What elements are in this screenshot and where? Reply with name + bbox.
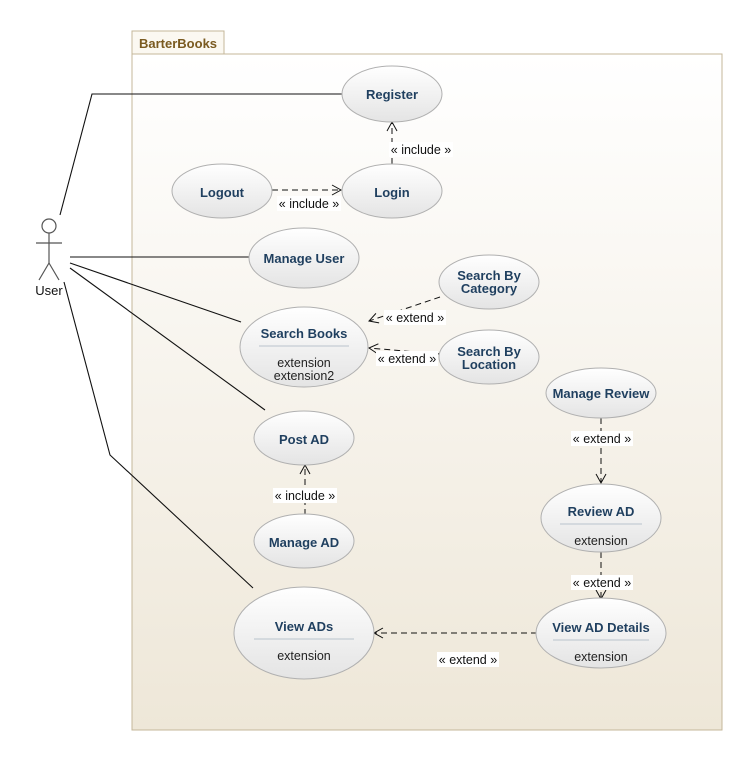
use-case-search-by-category-line1: Search By — [457, 268, 521, 283]
use-case-view-ads-name: View ADs — [275, 619, 334, 634]
actor-head — [41, 218, 57, 234]
use-case-search-by-location-line1: Search By — [457, 344, 521, 359]
use-case-manage-ad[interactable]: Manage AD — [253, 513, 355, 569]
use-case-login[interactable]: Login — [341, 163, 443, 219]
use-case-view-ad-details-name: View AD Details — [552, 620, 650, 635]
use-case-manage-user[interactable]: Manage User — [248, 227, 360, 289]
use-case-review-ad-name: Review AD — [568, 504, 635, 519]
use-case-search-by-category[interactable]: Search By Category — [438, 254, 540, 310]
use-case-search-books-name: Search Books — [261, 326, 348, 341]
use-case-register-name: Register — [366, 87, 418, 102]
use-case-manage-review-name: Manage Review — [553, 386, 651, 401]
actor-user[interactable] — [36, 218, 62, 281]
use-case-view-ads-ext1: extension — [277, 649, 331, 663]
use-case-view-ad-details[interactable]: View AD Details extension — [535, 597, 667, 669]
actor-right-leg — [48, 262, 60, 281]
use-case-post-ad[interactable]: Post AD — [253, 410, 355, 466]
actor-label: User — [35, 283, 63, 298]
use-case-view-ads[interactable]: View ADs extension — [233, 586, 375, 680]
label-managead-include: « include » — [275, 489, 336, 503]
use-case-review-ad[interactable]: Review AD extension — [540, 483, 662, 553]
use-case-logout-name: Logout — [200, 185, 245, 200]
assoc-view-ads — [63, 281, 254, 589]
use-case-search-books-ext1: extension — [277, 356, 331, 370]
label-category-extend: « extend » — [386, 311, 444, 325]
assoc-search-books — [69, 262, 242, 323]
use-case-search-by-category-line2: Category — [461, 281, 518, 296]
label-logout-include: « include » — [279, 197, 340, 211]
use-case-register[interactable]: Register — [341, 65, 443, 123]
use-case-logout[interactable]: Logout — [171, 163, 273, 219]
label-managereview-extend: « extend » — [573, 432, 631, 446]
label-reviewad-extend: « extend » — [573, 576, 631, 590]
label-login-include: « include » — [391, 143, 452, 157]
use-case-manage-user-name: Manage User — [264, 251, 345, 266]
use-case-search-books-ext2: extension2 — [274, 369, 335, 383]
label-location-extend: « extend » — [378, 352, 436, 366]
use-case-search-by-location[interactable]: Search By Location — [438, 329, 540, 385]
use-case-post-ad-name: Post AD — [279, 432, 329, 447]
associations — [59, 93, 342, 589]
dep-category-search — [368, 296, 441, 324]
system-name: BarterBooks — [139, 36, 217, 51]
label-details-extend: « extend » — [439, 653, 497, 667]
assoc-post-ad — [69, 267, 266, 411]
use-case-manage-ad-name: Manage AD — [269, 535, 339, 550]
relation-labels: « include » « include » « extend » « ext… — [273, 142, 633, 667]
actor-left-leg — [38, 262, 50, 281]
use-case-view-ad-details-ext1: extension — [574, 650, 628, 664]
use-case-manage-review[interactable]: Manage Review — [545, 367, 657, 419]
assoc-register — [59, 93, 342, 216]
use-case-login-name: Login — [374, 185, 409, 200]
use-case-review-ad-ext1: extension — [574, 534, 628, 548]
use-case-search-books[interactable]: Search Books extension extension2 — [239, 306, 369, 388]
use-case-search-by-location-line2: Location — [462, 357, 516, 372]
